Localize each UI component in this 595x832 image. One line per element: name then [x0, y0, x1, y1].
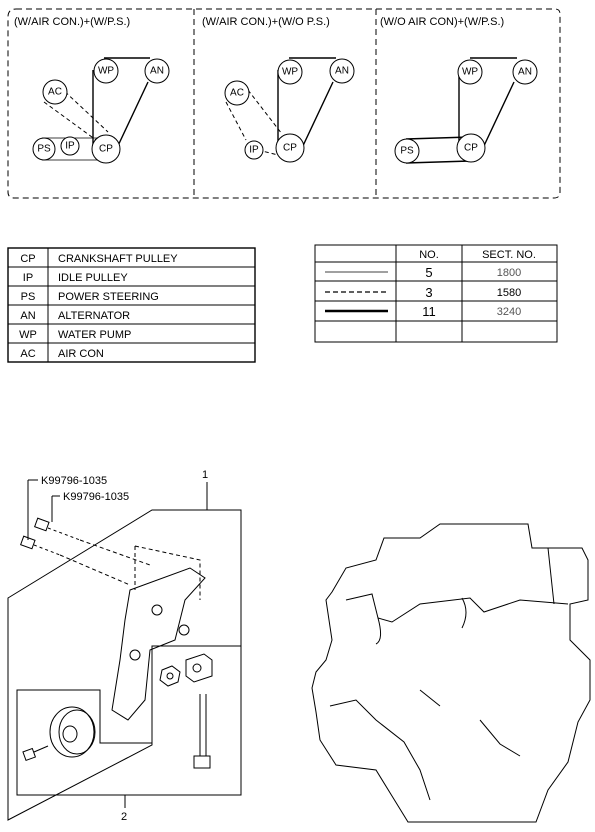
- legend-name: POWER STEERING: [58, 291, 159, 303]
- engine-block-lower: [329, 689, 521, 801]
- part-1-callout: 1: [202, 469, 208, 481]
- pulley-label: AC: [230, 88, 244, 99]
- belt-table-lines: [315, 245, 557, 342]
- idle-pulley-icon: [49, 706, 96, 758]
- pulley-label: CP: [283, 143, 297, 154]
- pulley-cp: [275, 133, 305, 163]
- pulley-label: PS: [37, 144, 51, 155]
- engine-head-cam-lobes: [375, 547, 555, 645]
- mount-guide-lines: [59, 539, 201, 600]
- panel-1-pulleys: AC WP AN PS IP CP: [32, 58, 170, 164]
- pulley-label: WP: [462, 67, 478, 78]
- bracket-body: [111, 567, 206, 721]
- pulley-cp: [91, 134, 121, 164]
- pulley-label: CP: [99, 144, 113, 155]
- panel-2-header: (W/AIR CON.)+(W/O P.S.): [202, 16, 330, 28]
- belt-table-border: [314, 244, 558, 343]
- belt-header-sect: SECT. NO.: [482, 249, 536, 261]
- bolt-icon: [22, 745, 49, 762]
- belt-row-no: 5: [425, 265, 432, 280]
- part-1-outline: [7, 509, 242, 821]
- belt-row-sect: 3240: [497, 306, 521, 318]
- pulley-label: IP: [249, 145, 259, 156]
- pulley-wp: [457, 59, 483, 85]
- bolt-icon: [34, 517, 81, 541]
- pulley-ip: [60, 136, 80, 156]
- parts-exploded-view: [7, 479, 242, 821]
- belt-row-no: 3: [425, 285, 432, 300]
- panel-2-pulleys: AC WP AN IP CP: [224, 58, 355, 163]
- panel-3-header: (W/O AIR CON)+(W/P.S.): [380, 16, 504, 28]
- pulley-label: WP: [282, 67, 298, 78]
- belt-row-no: 11: [422, 304, 436, 319]
- legend-code: AC: [20, 348, 35, 360]
- pulley-label: AN: [518, 67, 532, 78]
- pulley-wp: [93, 58, 119, 84]
- legend-name: WATER PUMP: [58, 329, 131, 341]
- pulley-ps: [32, 137, 56, 161]
- legend-name: AIR CON: [58, 348, 104, 360]
- pulley-an: [144, 58, 170, 84]
- legend-code: AN: [20, 310, 35, 322]
- panels-frame: [7, 8, 561, 199]
- adjuster-block-icon: [185, 653, 213, 683]
- part-2-outline: [16, 645, 242, 796]
- pulley-an: [329, 58, 355, 84]
- pulley-ac: [42, 79, 68, 105]
- pulley-label: AC: [48, 87, 62, 98]
- pulley-wp: [277, 59, 303, 85]
- legend-code: WP: [19, 329, 37, 341]
- belt-thick-ps: [405, 136, 471, 164]
- engine-head-detail: [345, 593, 569, 623]
- bolt-b-part-number: K99796-1035: [63, 491, 129, 503]
- legend-code: PS: [21, 291, 36, 303]
- pulley-label: IP: [65, 141, 75, 152]
- pulley-label: WP: [98, 66, 114, 77]
- bolt-a-part-number: K99796-1035: [41, 475, 107, 487]
- legend-name: IDLE PULLEY: [58, 272, 128, 284]
- belt-thick: [277, 57, 336, 151]
- legend-table: CP CRANKSHAFT PULLEY IP IDLE PULLEY PS P…: [7, 247, 256, 363]
- belt-table: NO. SECT. NO. 5 1800 3 1580 11 3240: [314, 244, 558, 343]
- panel-1-header: (W/AIR CON.)+(W/P.S.): [14, 16, 130, 28]
- pulley-an: [512, 59, 538, 85]
- legend-code: CP: [20, 253, 35, 265]
- belt-diagram-panels: [7, 8, 561, 199]
- bolt-icon: [20, 535, 61, 556]
- pulley-cp: [456, 133, 486, 163]
- legend-name: CRANKSHAFT PULLEY: [58, 253, 178, 265]
- belt-header-no: NO.: [419, 249, 439, 261]
- legend-row-lines: [8, 266, 255, 344]
- panel-3-pulleys: WP AN PS CP: [394, 59, 538, 164]
- bracket-hole: [151, 604, 163, 616]
- adjusting-bolt-icon: [193, 694, 211, 769]
- part-2-callout: 2: [121, 811, 127, 823]
- legend-name: ALTERNATOR: [58, 310, 130, 322]
- bracket-hole: [178, 624, 190, 636]
- pulley-ip: [244, 140, 264, 160]
- bracket-hole: [129, 649, 141, 661]
- pulley-label: PS: [400, 146, 414, 157]
- pulley-label: CP: [464, 143, 478, 154]
- legend-code: IP: [23, 272, 33, 284]
- engine-block-illustration: [311, 523, 591, 823]
- belt-row-sect: 1580: [497, 287, 521, 299]
- engine-block-outline: [311, 523, 591, 823]
- belt-dashed: [43, 86, 109, 141]
- pulley-label: AN: [150, 66, 164, 77]
- panel-3-belts: [405, 57, 517, 164]
- belt-thick: [458, 57, 517, 151]
- pulley-ps: [394, 138, 420, 164]
- nut-icon: [159, 665, 181, 687]
- belt-row-sect: 1800: [497, 267, 521, 279]
- pulley-label: AN: [335, 66, 349, 77]
- pulley-ac: [224, 80, 250, 106]
- belt-thick: [92, 57, 150, 151]
